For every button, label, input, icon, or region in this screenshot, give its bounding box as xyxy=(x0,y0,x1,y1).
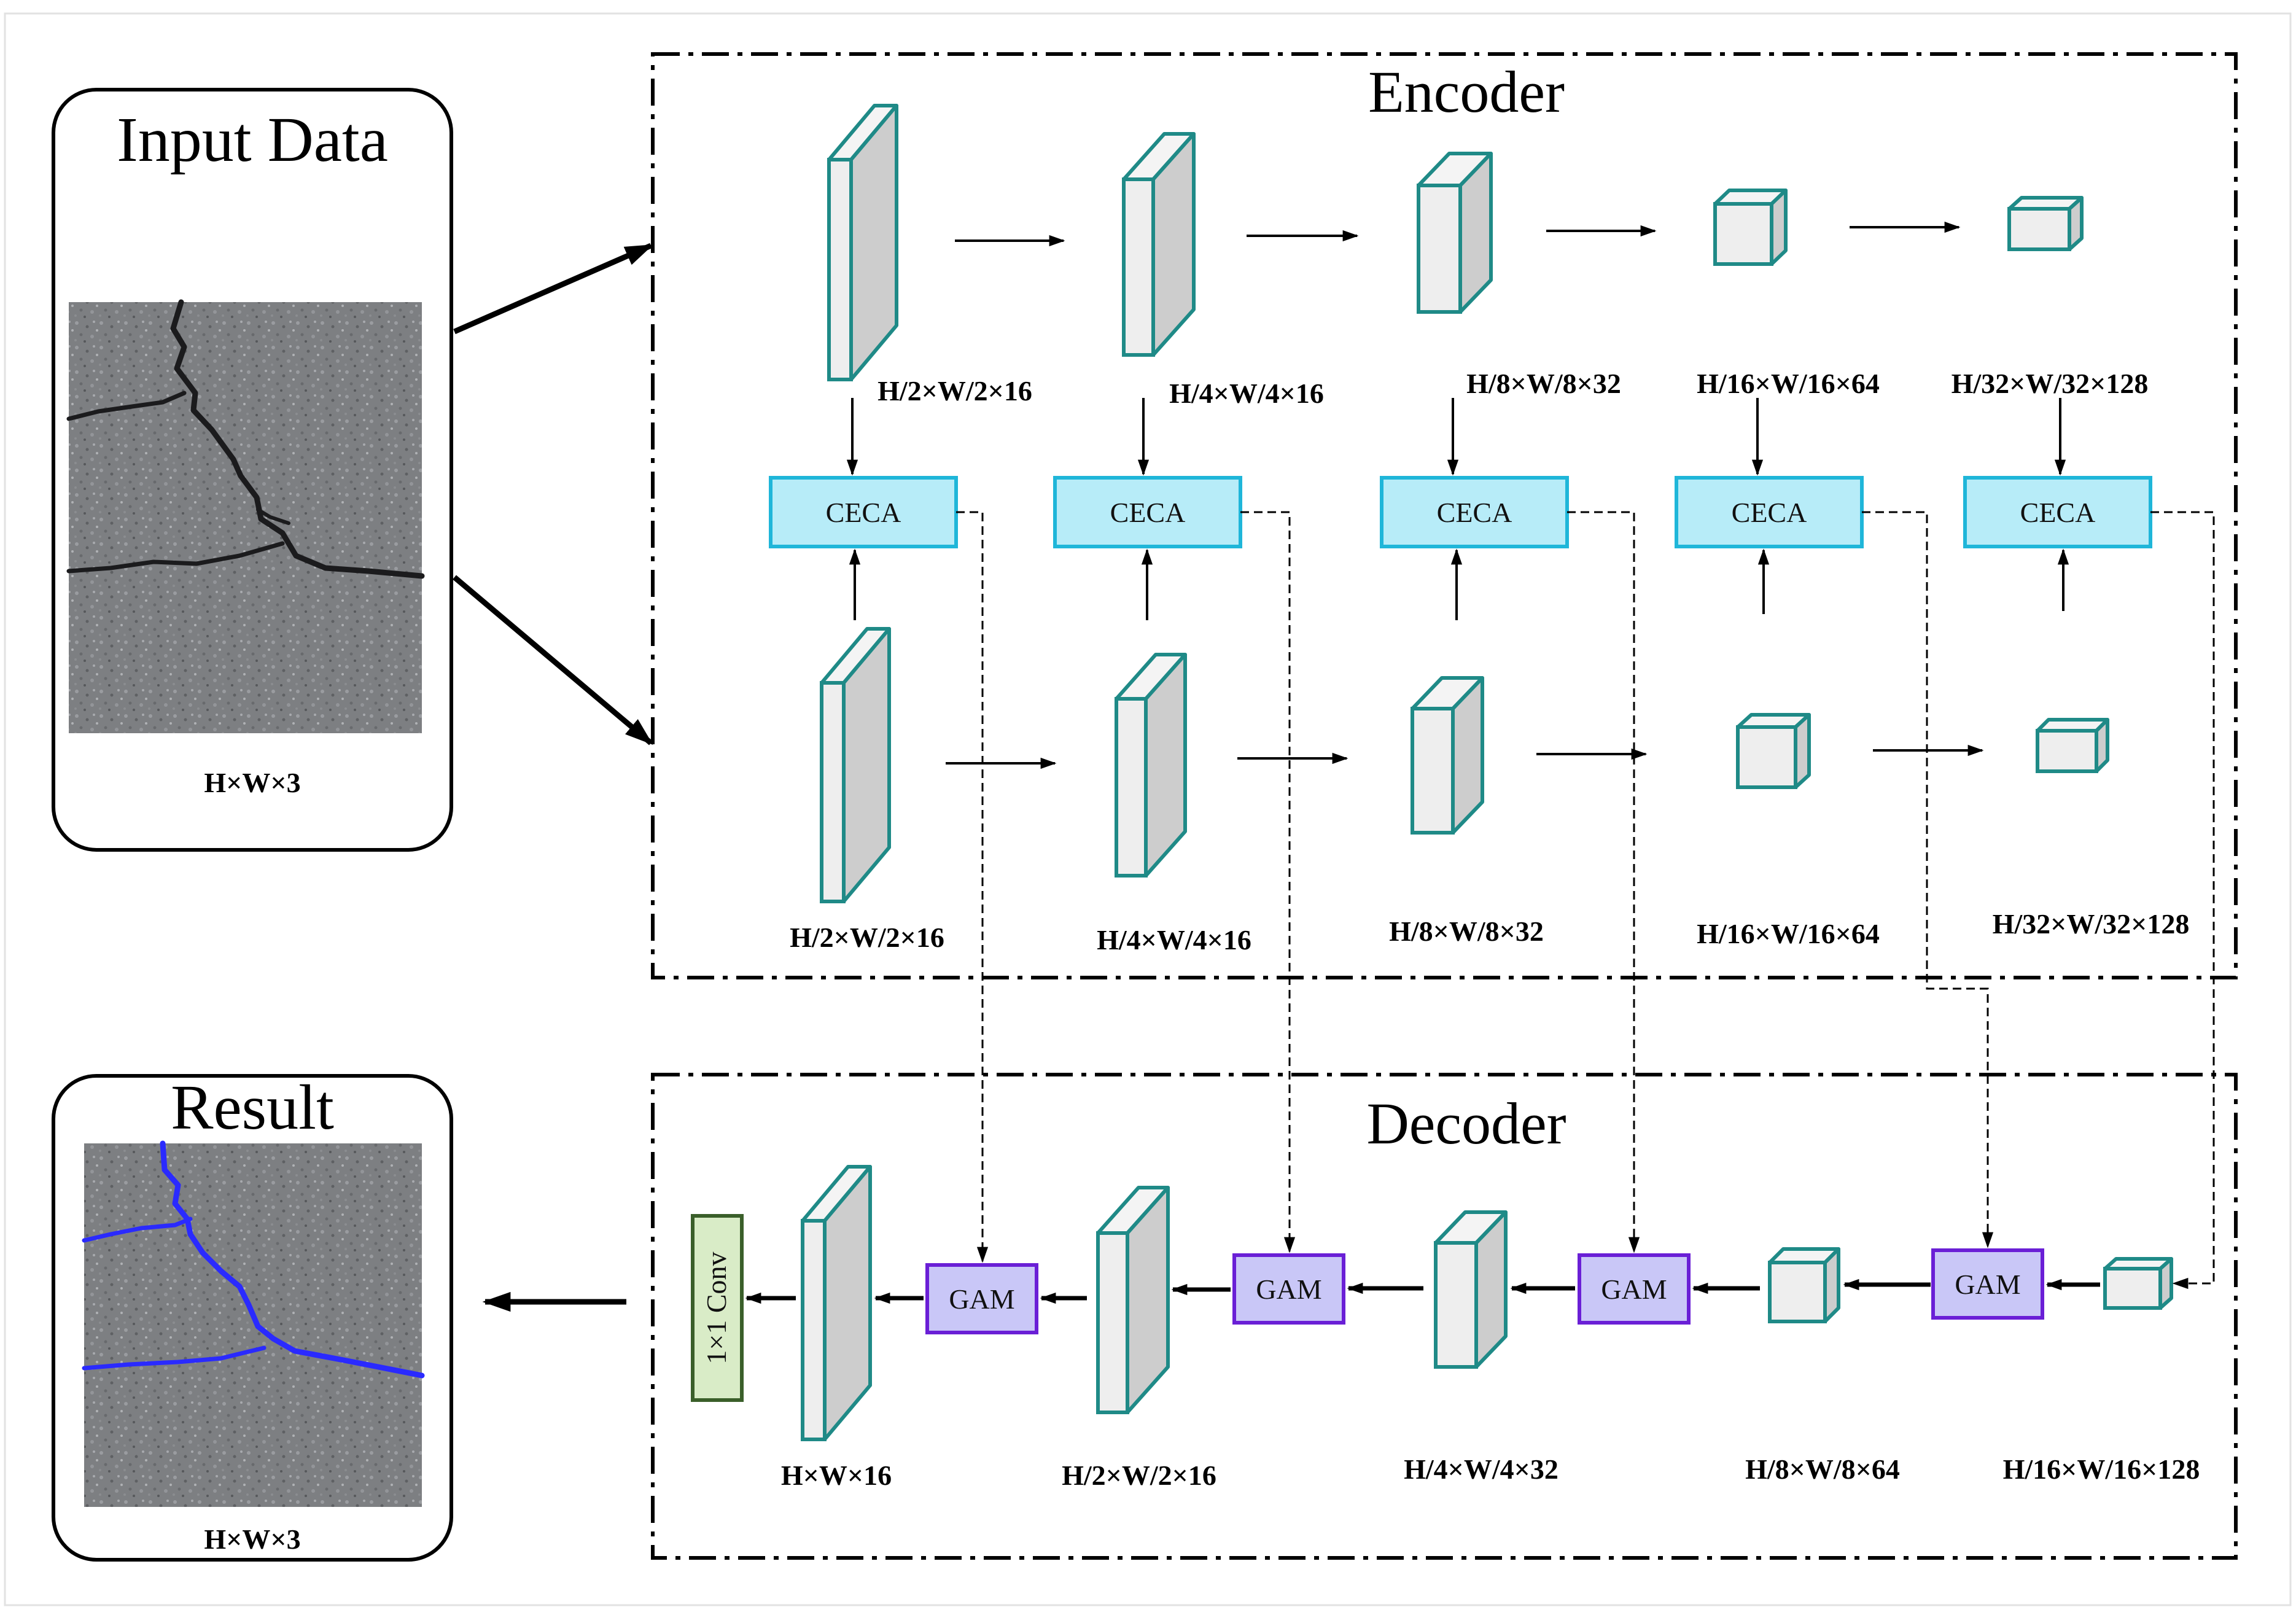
conv-1x1-box: 1×1 Conv xyxy=(691,1214,744,1402)
input-title: Input Data xyxy=(117,104,388,175)
gam-box-4: GAM xyxy=(1931,1248,2044,1320)
input-to-encoder-top-arrow xyxy=(453,243,654,335)
input-image xyxy=(66,299,425,733)
encoder-top-dim-1: H/2×W/2×16 xyxy=(878,375,1032,407)
ceca-label: CECA xyxy=(1110,497,1186,528)
input-to-encoder-bottom-arrow xyxy=(453,575,653,745)
encoder-bottom-block-5 xyxy=(2036,718,2109,773)
encoder-bottom-block-1 xyxy=(820,627,891,903)
decoder-block-1 xyxy=(801,1165,872,1441)
conv-label: 1×1 Conv xyxy=(701,1251,732,1364)
gam-box-3: GAM xyxy=(1578,1253,1691,1325)
encoder-top-block-2 xyxy=(1122,132,1196,357)
encoder-top-block-5 xyxy=(2007,196,2084,251)
ceca-box-4: CECA xyxy=(1675,476,1864,548)
encoder-bottom-block-4 xyxy=(1736,713,1811,789)
result-dims: H×W×3 xyxy=(204,1524,300,1555)
ceca-label: CECA xyxy=(1732,497,1807,528)
encoder-top-dim-3: H/8×W/8×32 xyxy=(1466,368,1621,399)
decoder-block-5 xyxy=(2103,1257,2173,1310)
decoder-flow-arrows xyxy=(745,1278,2100,1304)
decoder-title: Decoder xyxy=(1366,1091,1566,1156)
ceca-box-1: CECA xyxy=(769,476,958,548)
decoder-block-3 xyxy=(1434,1210,1508,1369)
decoder-dim-5: H/16×W/16×128 xyxy=(2003,1454,2200,1485)
encoder-frame xyxy=(651,52,2238,979)
decoder-dim-2: H/2×W/2×16 xyxy=(1062,1460,1216,1491)
encoder-bottom-dim-5: H/32×W/32×128 xyxy=(1993,908,2190,940)
decoder-dim-4: H/8×W/8×64 xyxy=(1745,1454,1900,1485)
encoder-bottom-flow-arrows xyxy=(946,744,1984,769)
decoder-frame xyxy=(651,1073,2238,1560)
decoder-block-2 xyxy=(1096,1186,1170,1414)
decoder-dim-3: H/4×W/4×32 xyxy=(1404,1454,1559,1485)
encoder-top-to-ceca-arrows xyxy=(846,398,2066,476)
result-title: Result xyxy=(171,1072,334,1143)
encoder-top-block-3 xyxy=(1417,152,1493,314)
encoder-top-block-4 xyxy=(1713,189,1788,266)
encoder-bottom-dim-4: H/16×W/16×64 xyxy=(1697,918,1880,949)
result-image xyxy=(82,1140,425,1507)
encoder-top-block-1 xyxy=(827,104,898,381)
encoder-top-dim-2: H/4×W/4×16 xyxy=(1169,378,1324,409)
result-panel: Result H×W×3 xyxy=(52,1072,453,1562)
encoder-bottom-dim-3: H/8×W/8×32 xyxy=(1389,916,1544,947)
decoder-block-4 xyxy=(1768,1247,1840,1323)
encoder-top-flow-arrows xyxy=(955,221,1961,247)
ceca-label: CECA xyxy=(826,497,901,528)
encoder-bottom-to-ceca-arrows xyxy=(849,548,2069,620)
gam-label: GAM xyxy=(1955,1269,2020,1300)
encoder-title: Encoder xyxy=(1368,59,1565,125)
encoder-bottom-block-2 xyxy=(1115,653,1187,878)
ceca-label: CECA xyxy=(2020,497,2096,528)
input-panel: Input Data H×W×3 xyxy=(52,88,453,852)
gam-box-2: GAM xyxy=(1232,1253,1345,1325)
input-dims: H×W×3 xyxy=(204,767,300,798)
gam-label: GAM xyxy=(949,1283,1014,1315)
encoder-top-dim-4: H/16×W/16×64 xyxy=(1697,368,1880,399)
encoder-bottom-block-3 xyxy=(1411,676,1484,835)
encoder-top-dim-5: H/32×W/32×128 xyxy=(1952,368,2149,399)
encoder-bottom-dim-1: H/2×W/2×16 xyxy=(790,922,944,953)
figure-frame xyxy=(4,12,2292,1606)
gam-label: GAM xyxy=(1601,1274,1667,1305)
ceca-box-2: CECA xyxy=(1053,476,1242,548)
ceca-label: CECA xyxy=(1437,497,1512,528)
gam-box-1: GAM xyxy=(925,1263,1038,1334)
skip-connections xyxy=(956,511,2215,1290)
ceca-box-5: CECA xyxy=(1963,476,2152,548)
gam-label: GAM xyxy=(1256,1274,1321,1305)
encoder-bottom-dim-2: H/4×W/4×16 xyxy=(1097,924,1251,955)
ceca-box-3: CECA xyxy=(1380,476,1569,548)
decoder-dim-1: H×W×16 xyxy=(781,1460,892,1491)
